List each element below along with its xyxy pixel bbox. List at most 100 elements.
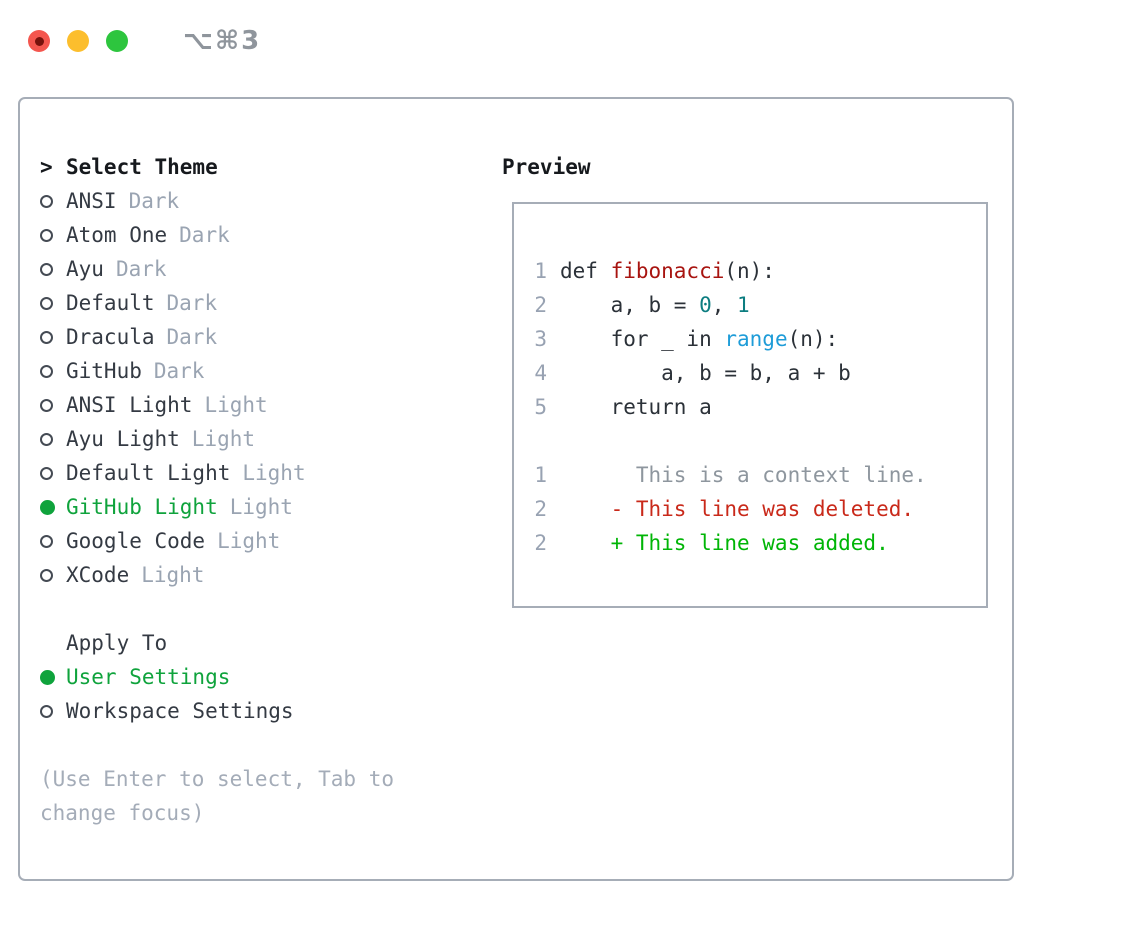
theme-option-label: Default Light — [66, 461, 231, 485]
preview-heading: Preview — [502, 155, 591, 179]
theme-option-ansi-light-light[interactable]: ANSI Light Light — [40, 388, 490, 422]
theme-variant-tag: Light — [191, 427, 256, 451]
theme-variant-tag: Dark — [115, 257, 167, 281]
token-code: (n): — [787, 327, 839, 351]
line-number: 2 — [534, 293, 547, 317]
token-code: a, b = — [560, 293, 700, 317]
token-code: for _ in — [560, 327, 725, 351]
radio-icon — [40, 194, 53, 208]
radio-icon — [40, 704, 53, 718]
preview-column: Preview — [502, 150, 591, 184]
radio-icon — [40, 534, 53, 548]
radio-icon — [40, 466, 53, 480]
theme-option-github-light-light[interactable]: GitHub Light Light — [40, 490, 490, 524]
apply-to-option-label: User Settings — [66, 665, 231, 689]
theme-option-label: Ayu — [66, 257, 104, 281]
apply-to-list: User Settings Workspace Settings — [40, 660, 490, 728]
select-theme-heading: > Select Theme — [40, 150, 490, 184]
radio-selected-icon — [40, 669, 55, 685]
zoom-button[interactable] — [106, 30, 128, 52]
code-text: This is a context line. — [560, 463, 927, 487]
code-text: a, b = 0, 1 — [560, 293, 750, 317]
theme-option-label: Google Code — [66, 529, 206, 553]
apply-to-option-workspace-settings[interactable]: Workspace Settings — [40, 694, 490, 728]
theme-option-label: XCode — [66, 563, 130, 587]
theme-list: ANSI Dark Atom One Dark Ayu Dark Default… — [40, 184, 490, 592]
theme-variant-tag: Dark — [166, 325, 218, 349]
minimize-button[interactable] — [67, 30, 89, 52]
theme-variant-tag: Dark — [166, 291, 218, 315]
theme-variant-tag: Dark — [179, 223, 230, 247]
theme-option-github-dark[interactable]: GitHub Dark — [40, 354, 490, 388]
theme-option-label: ANSI Light — [66, 393, 193, 417]
theme-option-ayu-light-light[interactable]: Ayu Light Light — [40, 422, 490, 456]
diff-sample: 1 This is a context line. 2 - This line … — [534, 458, 986, 560]
line-number: 1 — [534, 259, 547, 283]
theme-option-xcode-light[interactable]: XCode Light — [40, 558, 490, 592]
apply-to-heading: Apply To — [40, 626, 490, 660]
diff-line-added: 2 + This line was added. — [534, 526, 986, 560]
theme-option-default-dark[interactable]: Default Dark — [40, 286, 490, 320]
cursor-prefix-icon: > — [40, 155, 53, 179]
apply-to-option-user-settings[interactable]: User Settings — [40, 660, 490, 694]
theme-picker-column: > Select Theme ANSI Dark Atom One Dark A… — [40, 150, 490, 830]
line-number: 3 — [534, 327, 547, 351]
theme-option-label: GitHub Light — [66, 495, 218, 519]
radio-icon — [40, 296, 53, 310]
token-func: fibonacci — [610, 259, 725, 283]
theme-variant-tag: Light — [242, 461, 306, 485]
token-code: return a — [560, 395, 712, 419]
token-builtin: range — [724, 327, 788, 351]
theme-variant-tag: Light — [229, 495, 293, 519]
line-number: 2 — [534, 531, 547, 555]
close-dot-icon — [34, 36, 44, 46]
theme-option-atom-one-dark[interactable]: Atom One Dark — [40, 218, 490, 252]
theme-option-dracula-dark[interactable]: Dracula Dark — [40, 320, 490, 354]
code-sample: 1 def fibonacci(n): 2 a, b = 0, 1 3 for … — [534, 254, 986, 424]
apply-to-option-label: Workspace Settings — [66, 699, 294, 723]
theme-variant-tag: Dark — [128, 189, 180, 213]
radio-icon — [40, 568, 53, 582]
code-line: 4 a, b = b, a + b — [534, 356, 986, 390]
radio-icon — [40, 432, 53, 446]
window-title: ⌥⌘3 — [183, 26, 262, 56]
close-button[interactable] — [28, 30, 50, 52]
theme-option-label: Default — [66, 291, 155, 315]
theme-option-google-code-light[interactable]: Google Code Light — [40, 524, 490, 558]
main-panel: > Select Theme ANSI Dark Atom One Dark A… — [18, 97, 1014, 881]
code-line: 1 def fibonacci(n): — [534, 254, 986, 288]
line-number: 1 — [534, 463, 547, 487]
theme-option-default-light-light[interactable]: Default Light Light — [40, 456, 490, 490]
token-num: 0 — [699, 293, 712, 317]
theme-option-ayu-dark[interactable]: Ayu Dark — [40, 252, 490, 286]
token-code: a, b = b, a + b — [560, 361, 851, 385]
preview-gap — [534, 424, 986, 458]
radio-icon — [40, 364, 53, 378]
theme-option-ansi-dark[interactable]: ANSI Dark — [40, 184, 490, 218]
select-theme-heading-label: Select Theme — [66, 155, 218, 179]
token-code: def — [560, 259, 611, 283]
theme-option-label: GitHub — [66, 359, 142, 383]
code-text: return a — [560, 395, 712, 419]
theme-option-label: Atom One — [66, 223, 168, 247]
theme-variant-tag: Light — [204, 393, 268, 417]
theme-variant-tag: Light — [141, 563, 205, 587]
code-text: for _ in range(n): — [560, 327, 839, 351]
radio-selected-icon — [40, 499, 55, 515]
theme-option-label: Dracula — [66, 325, 155, 349]
code-line: 2 a, b = 0, 1 — [534, 288, 986, 322]
radio-icon — [40, 398, 53, 412]
theme-variant-tag: Dark — [153, 359, 205, 383]
line-number: 5 — [534, 395, 547, 419]
token-num: 1 — [737, 293, 750, 317]
diff-line-context: 1 This is a context line. — [534, 458, 986, 492]
code-text: + This line was added. — [560, 531, 889, 555]
code-line: 3 for _ in range(n): — [534, 322, 986, 356]
radio-icon — [40, 330, 53, 344]
theme-option-label: ANSI — [66, 189, 117, 213]
section-gap — [40, 592, 490, 626]
apply-to-heading-label: Apply To — [66, 631, 168, 655]
code-text: a, b = b, a + b — [560, 361, 851, 385]
code-text: - This line was deleted. — [560, 497, 915, 521]
